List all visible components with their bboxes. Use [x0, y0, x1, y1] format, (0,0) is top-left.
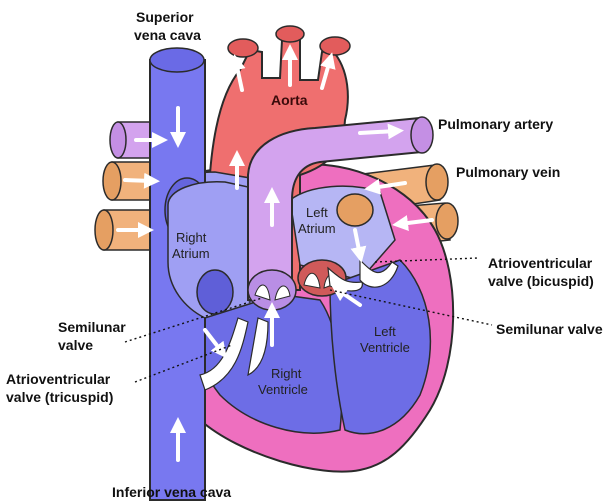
label-left-ventricle-line1: Left [374, 324, 396, 340]
label-aorta: Aorta [271, 92, 308, 108]
label-pulmonary-vein: Pulmonary vein [456, 163, 560, 181]
label-superior-vena-cava-line2: vena cava [134, 26, 201, 44]
label-pulmonary-artery: Pulmonary artery [438, 115, 553, 133]
label-av-valve-bicuspid-line2: valve (bicuspid) [488, 272, 594, 290]
label-inferior-vena-cava: Inferior vena cava [112, 483, 231, 501]
label-superior-vena-cava-line1: Superior [136, 8, 194, 26]
label-left-ventricle-line2: Ventricle [360, 340, 410, 356]
coronary-sinus [197, 270, 233, 314]
semilunar-valve-pulmonary [248, 270, 296, 310]
label-av-valve-tricuspid-line2: valve (tricuspid) [6, 388, 113, 406]
label-semilunar-valve-left-line2: valve [58, 336, 93, 354]
label-right-atrium-line2: Atrium [172, 246, 210, 262]
label-right-ventricle-line2: Ventricle [258, 382, 308, 398]
label-semilunar-valve-right: Semilunar valve [496, 320, 603, 338]
label-right-atrium-line1: Right [176, 230, 206, 246]
left-atrium-opening [337, 194, 373, 226]
label-av-valve-tricuspid-line1: Atrioventricular [6, 370, 110, 388]
label-left-atrium-line2: Atrium [298, 221, 336, 237]
label-left-atrium-line1: Left [306, 205, 328, 221]
label-semilunar-valve-left-line1: Semilunar [58, 318, 126, 336]
label-av-valve-bicuspid-line1: Atrioventricular [488, 254, 592, 272]
label-right-ventricle-line1: Right [271, 366, 301, 382]
